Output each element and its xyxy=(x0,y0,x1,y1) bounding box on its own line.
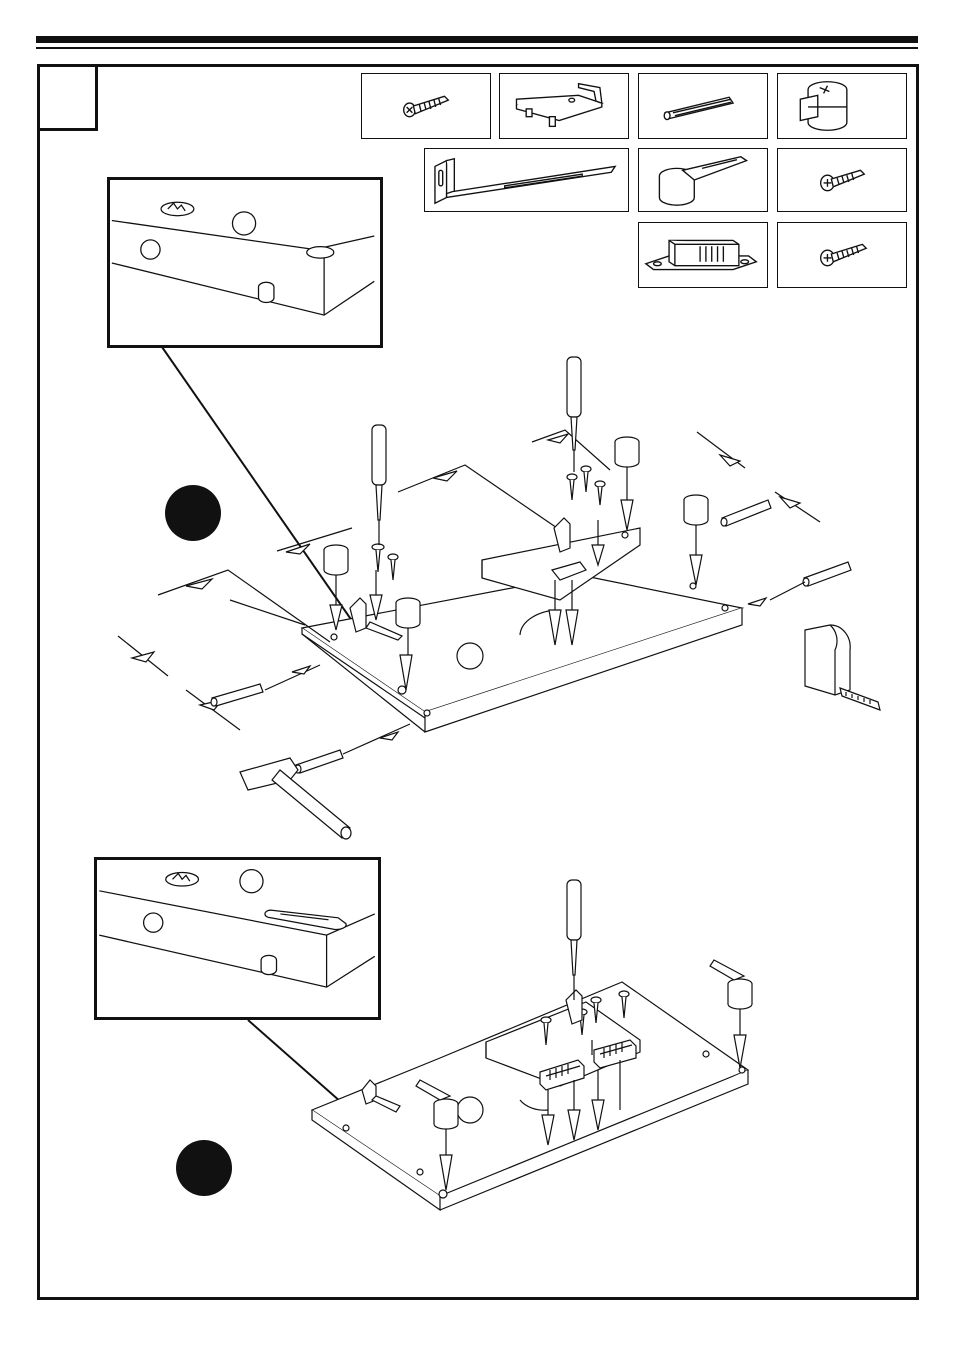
part-cam-lock xyxy=(777,73,907,139)
part-pan-screw-2 xyxy=(777,222,907,288)
part-hinge xyxy=(638,148,768,212)
substep-badge-1 xyxy=(165,485,221,541)
pan-head-screw-icon xyxy=(819,243,868,267)
cam-lock-housing-icon xyxy=(799,81,848,131)
part-shelf-support xyxy=(499,73,629,139)
detail-zoom-1 xyxy=(107,177,383,348)
magnetic-catch-icon xyxy=(644,239,758,271)
part-angle-bracket xyxy=(424,148,629,212)
part-wood-screw xyxy=(361,73,491,139)
part-pan-screw-1 xyxy=(777,148,907,212)
step-number-box xyxy=(37,64,98,131)
header-rule-thick xyxy=(36,36,918,43)
part-dowel xyxy=(638,73,768,139)
wood-screw-icon xyxy=(403,95,450,118)
header-rule-thin xyxy=(36,47,918,49)
wooden-dowel-icon xyxy=(663,96,735,121)
step-number xyxy=(37,64,95,128)
door-hinge-icon xyxy=(658,156,749,206)
angle-bracket-icon xyxy=(434,157,617,205)
detail-zoom-2 xyxy=(94,857,381,1020)
part-magnetic-catch xyxy=(638,222,768,288)
step-frame xyxy=(37,64,919,1300)
substep-badge-2 xyxy=(176,1140,232,1196)
pan-head-screw-icon xyxy=(820,169,866,192)
shelf-support-bracket-icon xyxy=(515,82,605,128)
